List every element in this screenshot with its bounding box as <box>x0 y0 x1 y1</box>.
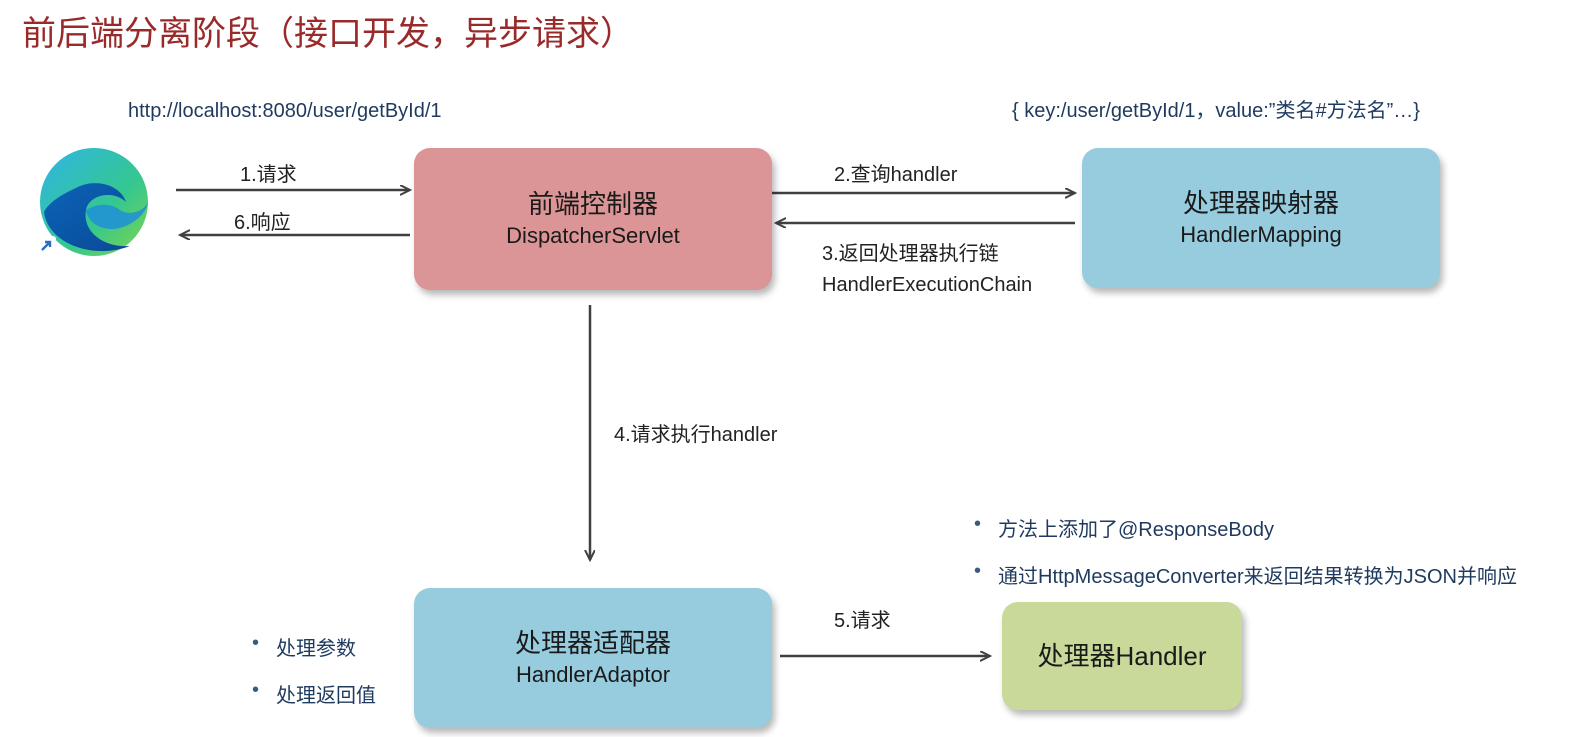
mapping-note: { key:/user/getById/1，value:”类名#方法名”…} <box>1012 100 1420 122</box>
dispatcher-servlet-node: 前端控制器 DispatcherServlet <box>414 148 772 290</box>
dispatcher-cn-label: 前端控制器 <box>527 189 658 219</box>
mapping-cn-label: 处理器映射器 <box>1182 188 1339 218</box>
edge-label-1: 1.请求 <box>240 164 297 186</box>
mapping-en-label: HandlerMapping <box>1180 222 1342 247</box>
edge-label-6: 6.响应 <box>234 212 291 234</box>
handler-mapping-node: 处理器映射器 HandlerMapping <box>1082 148 1440 288</box>
handler-note-item: 通过HttpMessageConverter来返回结果转换为JSON并响应 <box>972 560 1517 589</box>
edge-label-5: 5.请求 <box>834 610 891 632</box>
edge-label-3b: HandlerExecutionChain <box>822 274 1033 296</box>
dispatcher-en-label: DispatcherServlet <box>506 223 680 248</box>
handler-cn-label: 处理器Handler <box>1037 641 1207 671</box>
adaptor-cn-label: 处理器适配器 <box>514 628 671 658</box>
handler-notes: 方法上添加了@ResponseBody 通过HttpMessageConvert… <box>972 513 1517 589</box>
adaptor-en-label: HandlerAdaptor <box>515 662 671 687</box>
edge-label-2: 2.查询handler <box>834 164 958 186</box>
handler-adaptor-node: 处理器适配器 HandlerAdaptor <box>414 588 772 728</box>
edge-label-3a: 3.返回处理器执行链 <box>822 243 999 265</box>
adaptor-note-item: 处理参数 <box>250 632 376 661</box>
handler-node: 处理器Handler <box>1002 602 1242 710</box>
adaptor-notes: 处理参数 处理返回值 <box>250 632 376 708</box>
adaptor-note-item: 处理返回值 <box>250 679 376 708</box>
request-url: http://localhost:8080/user/getById/1 <box>128 100 442 122</box>
edge-label-4: 4.请求执行handler <box>614 424 778 446</box>
page-title: 前后端分离阶段（接口开发，异步请求） <box>22 15 634 53</box>
edge-browser-icon <box>34 144 156 260</box>
handler-note-item: 方法上添加了@ResponseBody <box>972 513 1517 542</box>
